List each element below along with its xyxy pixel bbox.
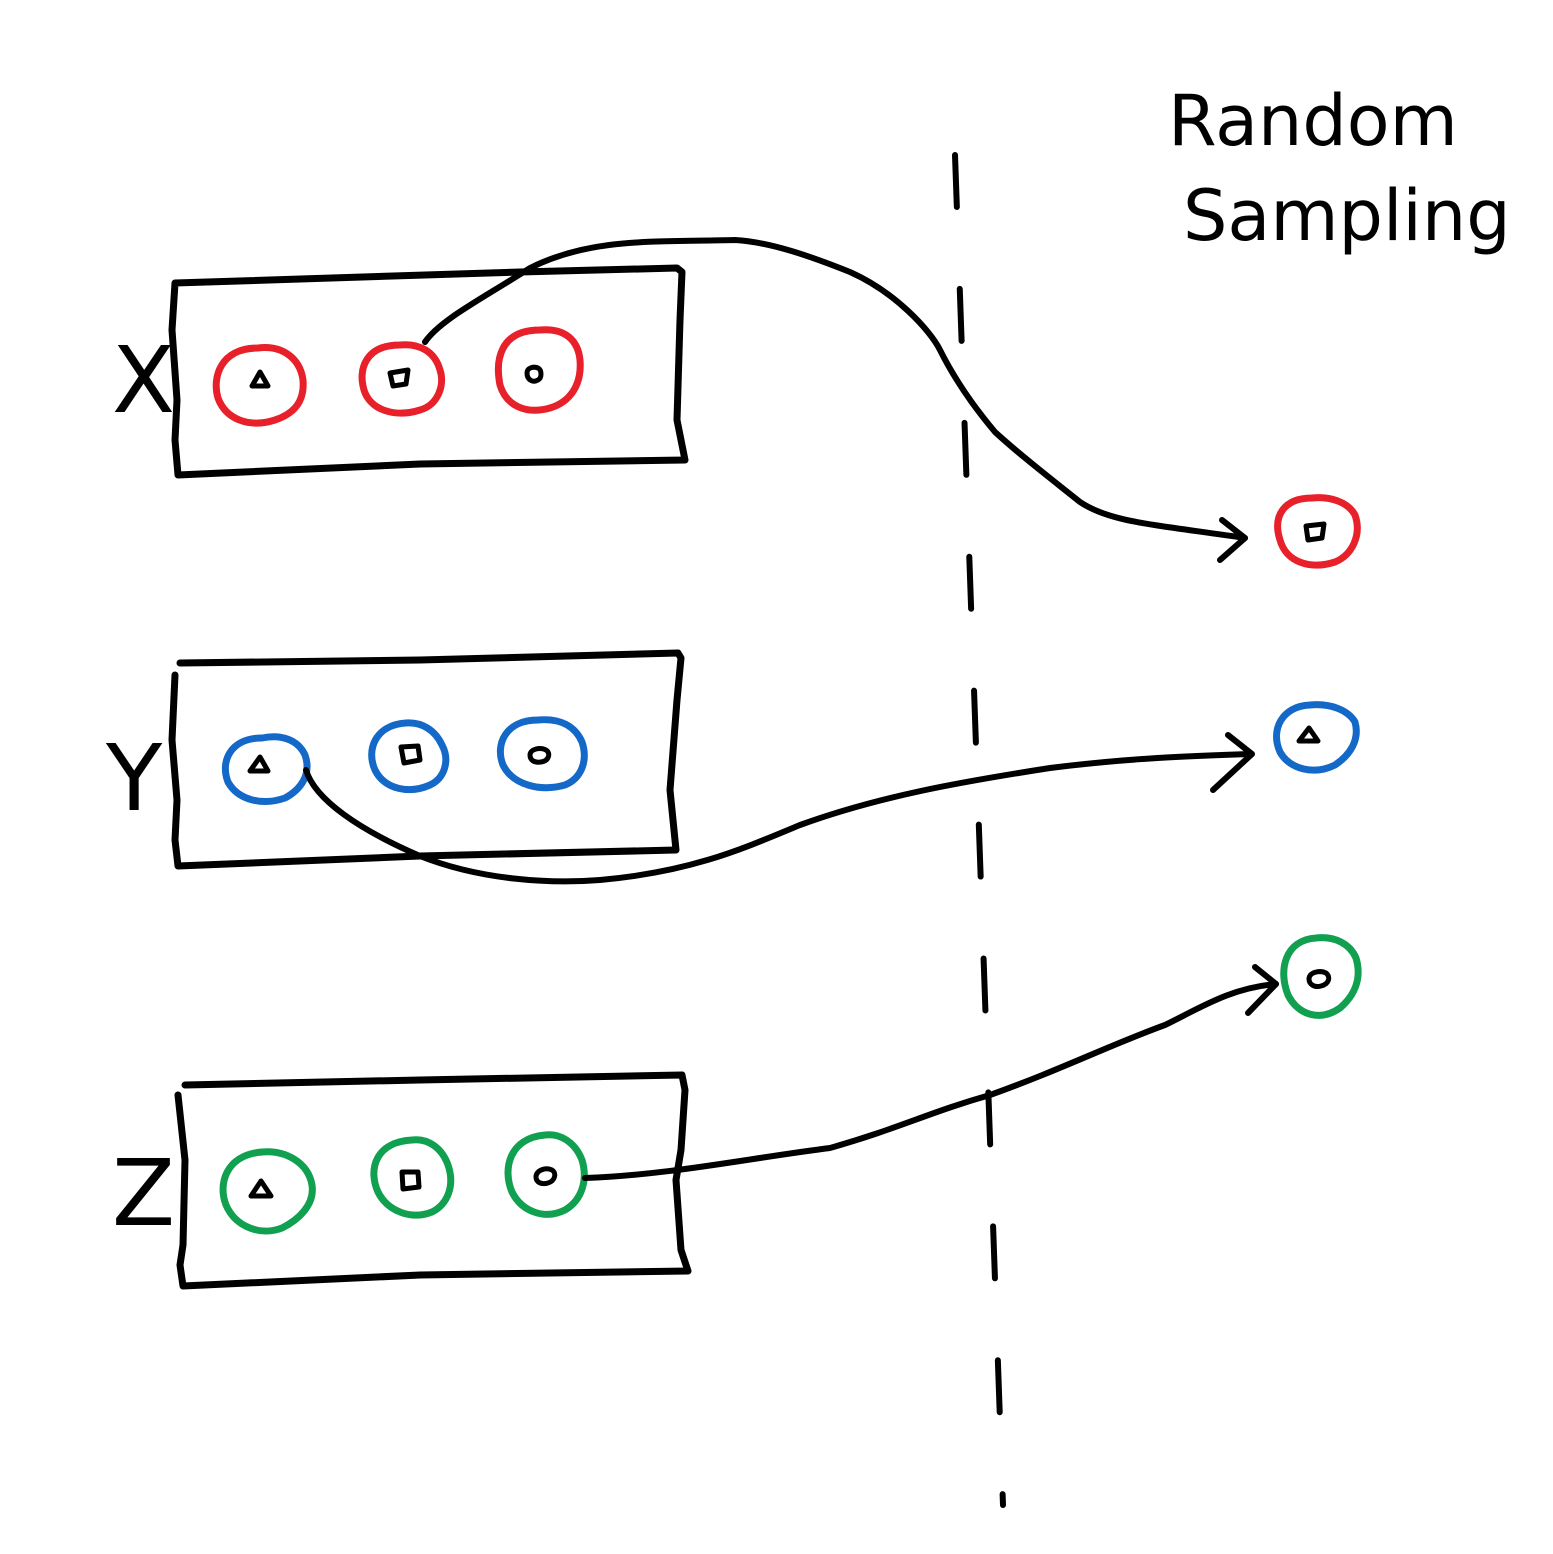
square-icon bbox=[387, 367, 411, 389]
population-box-y bbox=[168, 649, 685, 870]
sample-blue-triangle bbox=[1273, 701, 1360, 774]
circle-icon bbox=[524, 364, 544, 384]
box-outline bbox=[168, 264, 689, 479]
diagram-title: Random Sampling bbox=[1168, 80, 1511, 257]
circle-icon bbox=[533, 1166, 558, 1187]
arrow-path bbox=[303, 751, 1253, 885]
row-label-y: Y bbox=[105, 725, 163, 832]
sampling-arrow-z bbox=[582, 964, 1279, 1181]
population-box-z bbox=[174, 1071, 692, 1290]
sample-red-square bbox=[1274, 494, 1361, 569]
triangle-icon bbox=[247, 754, 271, 774]
arrowhead bbox=[1217, 517, 1248, 563]
circle-icon bbox=[1306, 969, 1332, 989]
square-icon bbox=[398, 743, 423, 766]
item-triangle bbox=[212, 344, 307, 427]
triangle-icon bbox=[248, 1178, 274, 1199]
triangle-icon bbox=[249, 369, 271, 389]
item-circle bbox=[496, 716, 588, 792]
item-square bbox=[358, 341, 446, 417]
circle-icon bbox=[527, 746, 552, 765]
item-square bbox=[368, 719, 450, 794]
item-ring bbox=[494, 326, 584, 414]
sample-green-circle bbox=[1280, 934, 1362, 1019]
arrow-path bbox=[582, 981, 1279, 1181]
item-triangle bbox=[219, 1148, 316, 1235]
item-ring bbox=[370, 1136, 455, 1219]
item-ring bbox=[496, 716, 588, 792]
box-outline bbox=[168, 649, 685, 870]
item-circle bbox=[494, 326, 584, 414]
sampling-divider bbox=[952, 152, 1006, 1508]
item-circle bbox=[504, 1131, 588, 1218]
item-ring bbox=[368, 719, 450, 794]
item-ring bbox=[221, 733, 311, 805]
title-line-2: Sampling bbox=[1183, 175, 1511, 257]
item-ring bbox=[358, 341, 446, 417]
sample-ring bbox=[1273, 701, 1360, 774]
arrow-path bbox=[422, 237, 1248, 541]
sampling-arrow-x bbox=[422, 237, 1248, 563]
item-ring bbox=[212, 344, 307, 427]
item-ring bbox=[504, 1131, 588, 1218]
item-triangle bbox=[221, 733, 311, 805]
sampling-arrow-y bbox=[303, 732, 1255, 885]
square-icon bbox=[1303, 521, 1327, 543]
row-label-x: X bbox=[112, 327, 175, 434]
triangle-icon bbox=[1296, 725, 1321, 744]
arrowhead bbox=[1245, 964, 1279, 1016]
title-line-1: Random bbox=[1168, 80, 1458, 162]
arrowhead bbox=[1210, 732, 1255, 793]
item-ring bbox=[219, 1148, 316, 1235]
square-icon bbox=[399, 1169, 422, 1192]
row-label-z: Z bbox=[112, 1140, 175, 1247]
sample-ring bbox=[1280, 934, 1362, 1019]
box-outline bbox=[174, 1071, 692, 1290]
item-square bbox=[370, 1136, 455, 1219]
sample-ring bbox=[1274, 494, 1361, 569]
population-box-x bbox=[168, 264, 689, 479]
